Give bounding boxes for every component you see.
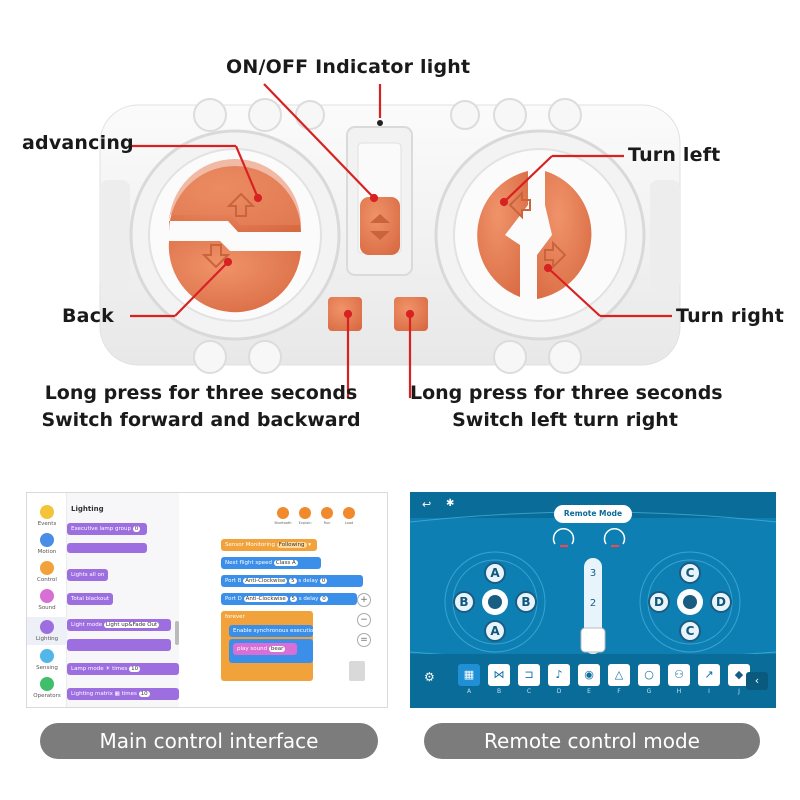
key-label: G [646, 688, 652, 695]
back-label: Back [62, 305, 115, 327]
main-control-caption: Main control interface [40, 723, 378, 759]
right-pad-right-button[interactable]: D [710, 591, 732, 613]
script-block[interactable]: Next flight speed Class A [221, 557, 321, 569]
left-pad-left-button[interactable]: B [453, 591, 475, 613]
sidebar-item-control[interactable]: Control [27, 561, 67, 583]
block-palette: Lighting Executive lamp group 0 Lights a… [67, 493, 179, 707]
long-press-right-line1: Long press for three seconds [410, 382, 723, 404]
remote-control-caption: Remote control mode [424, 723, 760, 759]
key-label: F [617, 688, 621, 695]
right-pad-up-button[interactable]: C [679, 562, 701, 584]
function-key-h[interactable]: ⚇ [668, 664, 690, 686]
turn-left-button[interactable] [477, 171, 528, 297]
function-key-g[interactable]: ○ [638, 664, 660, 686]
settings-icon[interactable]: ⚙ [424, 670, 435, 684]
callout-lines [130, 83, 672, 398]
key-label: B [496, 688, 502, 695]
sidebar-item-operators[interactable]: Operators [27, 677, 67, 699]
zoom-out-button[interactable]: − [357, 613, 371, 627]
slider-value: 2 [589, 598, 597, 609]
key-label: C [526, 688, 532, 695]
toolbar-label: Load [344, 521, 354, 525]
palette-block[interactable]: Lights all on [67, 569, 109, 581]
back-arrow-icon[interactable]: ↩ [422, 498, 432, 511]
script-block[interactable]: Port B Anti-Clockwise 5 s delay 0 [221, 575, 363, 587]
palette-scrollbar[interactable] [175, 621, 179, 645]
script-block[interactable]: play sound bear [233, 643, 297, 655]
key-label: E [587, 688, 591, 695]
palette-block [67, 639, 171, 651]
remote-mode-screenshot: ↩ ✱ Remote Mode 3 2 A B B A C D D C ⚙ ▦ … [410, 492, 776, 708]
palette-block[interactable]: Lighting matrix ▦ times 10 [67, 688, 179, 700]
function-key-a[interactable]: ▦ [458, 664, 480, 686]
script-block[interactable]: Port D Anti-Clockwise 5 s delay 0 [221, 593, 357, 605]
toolbar-label: Bluetooth [274, 521, 292, 525]
turn-left-label: Turn left [628, 144, 721, 166]
zoom-reset-button[interactable]: = [357, 633, 371, 647]
remote-mode-title: Remote Mode [554, 505, 632, 523]
mode-switch-left-caption: Long press for three seconds Switch forw… [28, 380, 374, 434]
key-label: H [676, 688, 682, 695]
category-sidebar: Events Motion Control Sound Lighting Sen… [27, 493, 67, 707]
explain-icon[interactable] [299, 507, 311, 519]
indicator-light [377, 120, 383, 126]
bluetooth-icon[interactable] [277, 507, 289, 519]
function-key-b[interactable]: ⋈ [488, 664, 510, 686]
script-block[interactable]: Enable synchronous execution [229, 625, 317, 637]
function-key-c[interactable]: ⊐ [518, 664, 540, 686]
indicator-light-label: ON/OFF Indicator light [226, 56, 471, 78]
function-key-f[interactable]: △ [608, 664, 630, 686]
long-press-left-line2: Switch forward and backward [41, 409, 361, 431]
long-press-right-line2: Switch left turn right [452, 409, 678, 431]
palette-title: Lighting [71, 505, 104, 513]
power-switch[interactable] [360, 197, 400, 255]
function-key-d[interactable]: ♪ [548, 664, 570, 686]
key-label: J [738, 688, 740, 695]
function-key-e[interactable]: ◉ [578, 664, 600, 686]
collapse-chevron-icon[interactable]: ‹ [746, 672, 768, 690]
back-button[interactable] [168, 241, 301, 313]
key-label: I [708, 688, 710, 695]
toolbar-label: Run [323, 521, 331, 525]
remote-controller-illustration [99, 98, 681, 374]
palette-block[interactable]: Executive lamp group 0 [67, 523, 147, 535]
slider-value: 3 [589, 568, 597, 579]
left-pad-down-button[interactable]: A [484, 620, 506, 642]
left-pad-up-button[interactable]: A [484, 562, 506, 584]
main-control-screenshot: Events Motion Control Sound Lighting Sen… [26, 492, 388, 708]
key-label: A [466, 688, 472, 695]
trash-icon[interactable] [349, 661, 365, 681]
advancing-label: advancing [22, 132, 134, 154]
left-pad-right-button[interactable]: B [515, 591, 537, 613]
speed-slider-handle[interactable] [581, 628, 605, 652]
sidebar-item-sensing[interactable]: Sensing [27, 649, 67, 671]
mode-switch-right-caption: Long press for three seconds Switch left… [410, 380, 723, 434]
palette-block [67, 543, 147, 553]
sidebar-item-events[interactable]: Events [27, 505, 67, 527]
right-pad-left-button[interactable]: D [648, 591, 670, 613]
sidebar-item-sound[interactable]: Sound [27, 589, 67, 611]
zoom-in-button[interactable]: + [357, 593, 371, 607]
palette-block[interactable]: Total blackout [67, 593, 114, 605]
palette-block[interactable]: Lamp mode ☀ times 10 [67, 663, 179, 675]
toolbar-label: Explain [298, 521, 312, 525]
script-hat-block[interactable]: Sensor Monitoring Following ▾ [221, 539, 317, 551]
turn-right-label: Turn right [676, 305, 785, 327]
key-label: D [556, 688, 562, 695]
bluetooth-icon[interactable]: ✱ [446, 498, 455, 509]
sidebar-item-lighting[interactable]: Lighting [27, 617, 67, 645]
palette-block[interactable]: Light mode Light up&Fade Out [67, 619, 171, 631]
sidebar-item-motion[interactable]: Motion [27, 533, 67, 555]
function-key-i[interactable]: ↗ [698, 664, 720, 686]
run-icon[interactable] [321, 507, 333, 519]
load-icon[interactable] [343, 507, 355, 519]
right-pad-down-button[interactable]: C [679, 620, 701, 642]
long-press-left-line1: Long press for three seconds [44, 382, 358, 404]
function-key-j[interactable]: ◆ [728, 664, 750, 686]
